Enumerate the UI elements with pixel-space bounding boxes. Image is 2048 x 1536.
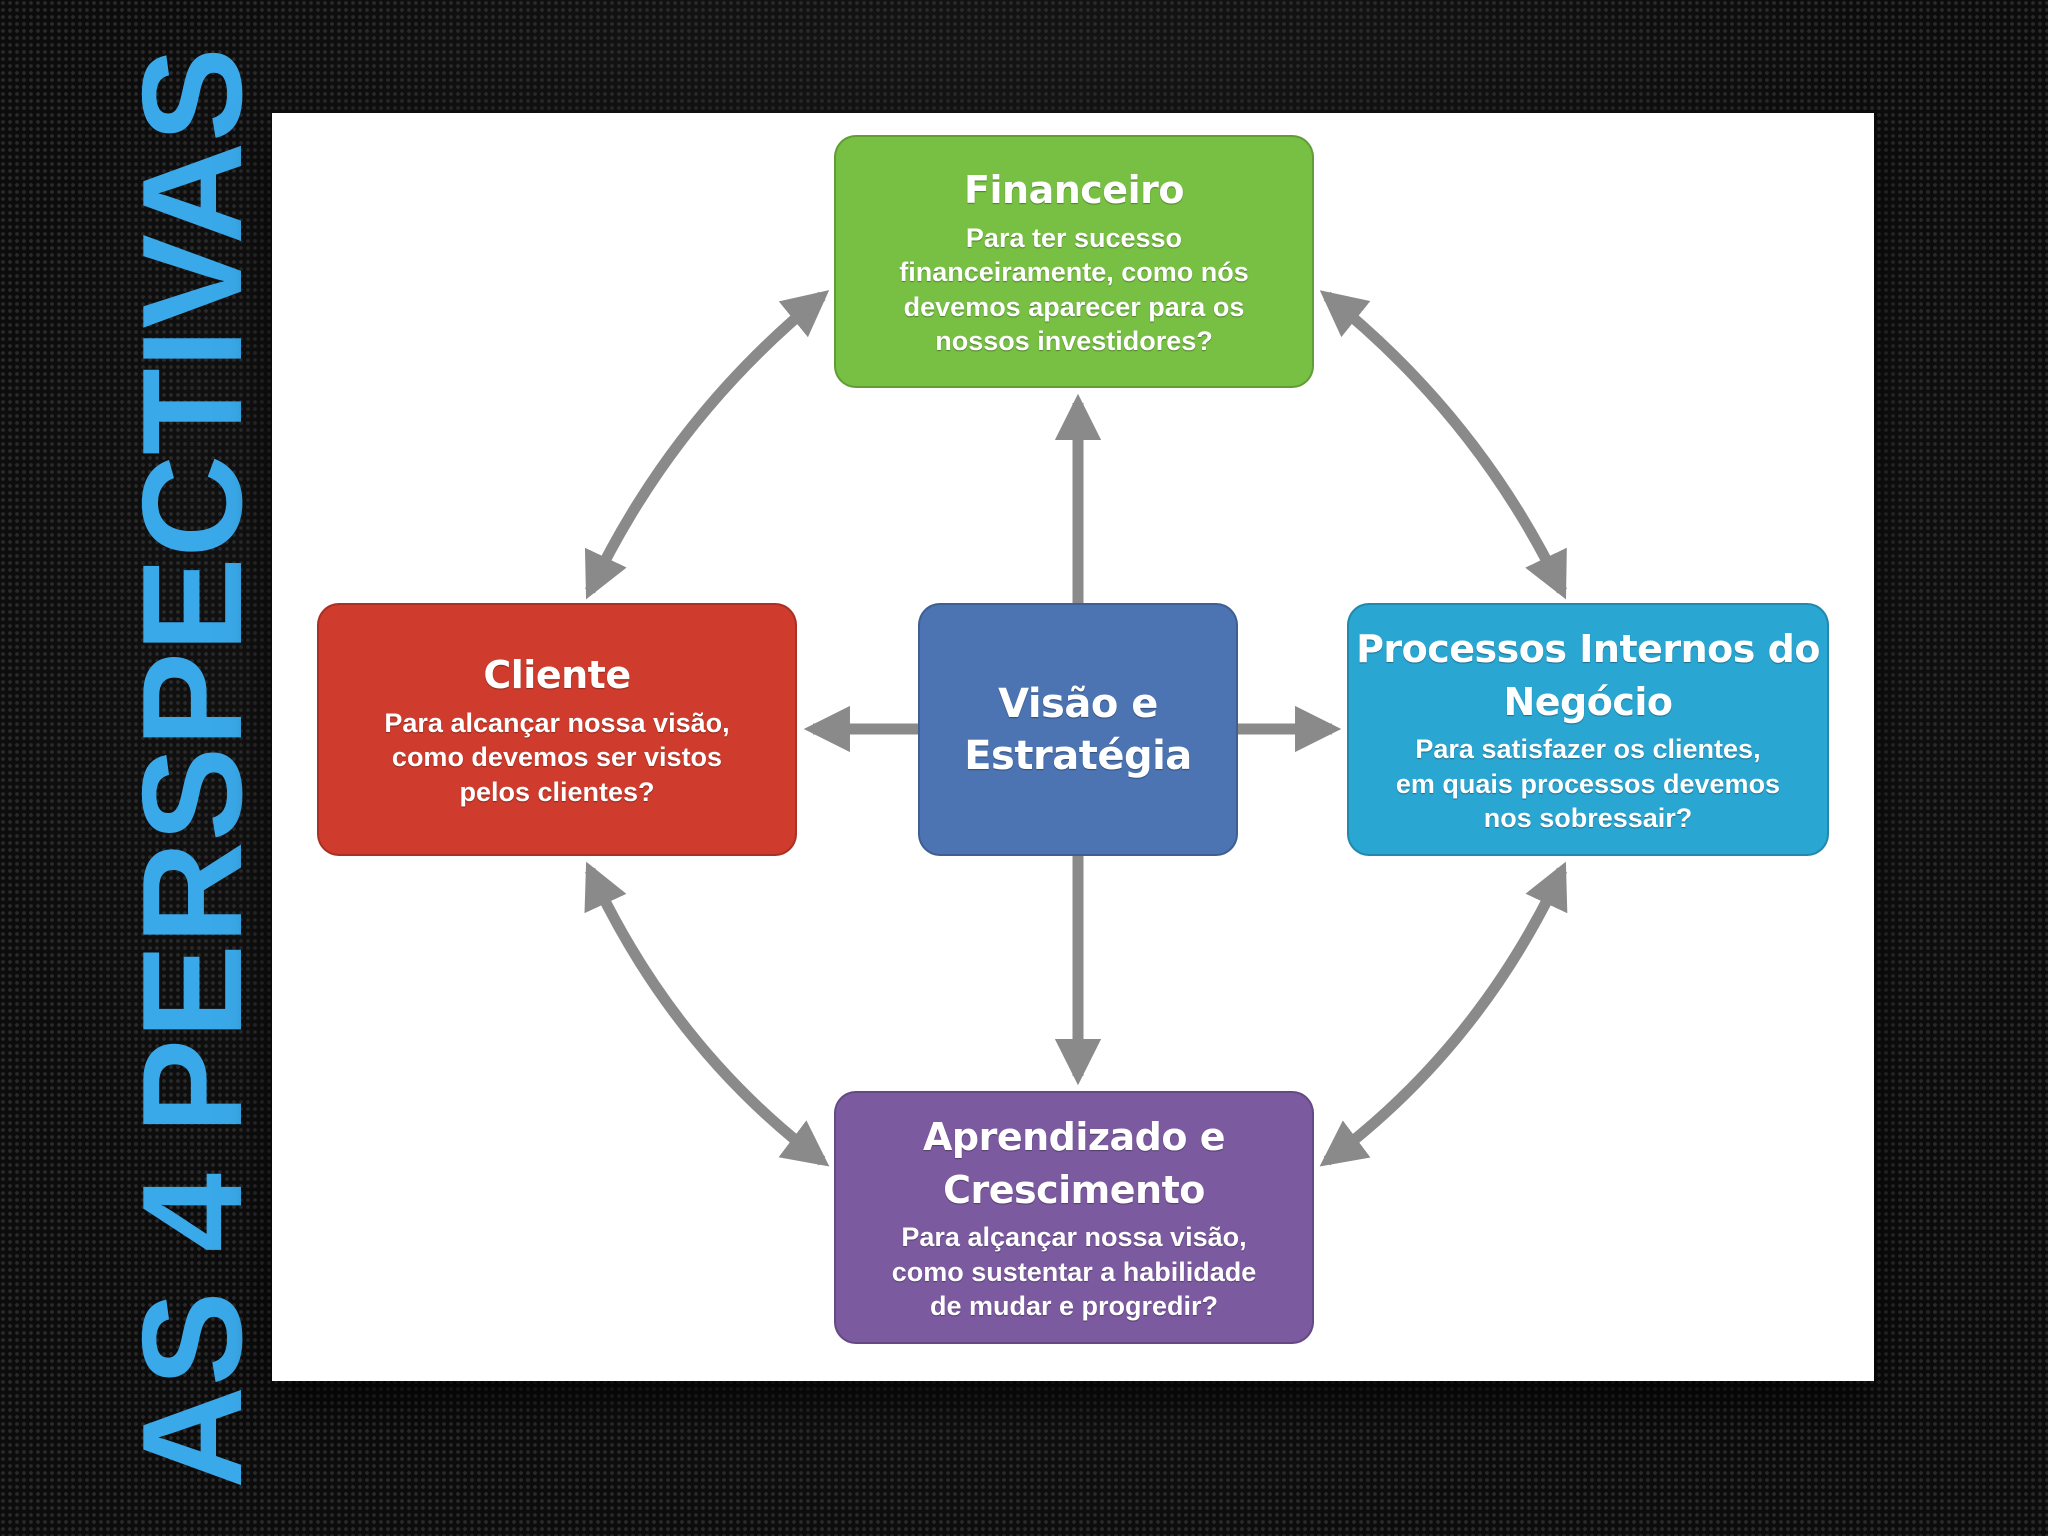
arrow-cliente-financeiro — [584, 290, 830, 600]
arrows-layer — [584, 290, 1568, 1167]
aprendizado-title: Aprendizado e Crescimento — [923, 1111, 1225, 1216]
arrow-financeiro-processos — [1319, 290, 1567, 600]
aprendizado-text-line: de mudar e progredir? — [929, 1291, 1219, 1322]
financeiro-title: Financeiro — [964, 168, 1184, 213]
aprendizado-box: Aprendizado e Crescimento Para alçançar … — [834, 1091, 1314, 1344]
cliente-text-line: como devemos ser vistos — [391, 742, 723, 773]
visao-title-line: Visão e — [998, 680, 1158, 727]
processos-text-line: Para satisfazer os clientes, — [1415, 734, 1761, 765]
arrow-processos-aprendizado — [1319, 861, 1568, 1167]
cliente-text-line: pelos clientes? — [459, 776, 655, 807]
processos-title: Processos Internos do Negócio — [1356, 623, 1820, 728]
financeiro-text: Para ter sucesso financeiramente, como n… — [899, 221, 1249, 359]
aprendizado-text-line: como sustentar a habilidade — [891, 1256, 1257, 1287]
aprendizado-text: Para alçançar nossa visão, como sustenta… — [892, 1220, 1257, 1324]
processos-text: Para satisfazer os clientes, em quais pr… — [1396, 732, 1780, 836]
cliente-title: Cliente — [483, 653, 631, 698]
financeiro-text-line: financeiramente, como nós — [899, 257, 1249, 288]
cliente-text: Para alcançar nossa visão, como devemos … — [384, 706, 729, 810]
financeiro-text-line: Para ter sucesso — [965, 222, 1183, 253]
visao-title-line: Estratégia — [964, 732, 1192, 779]
processos-text-line: em quais processos devemos — [1395, 768, 1781, 799]
financeiro-box: Financeiro Para ter sucesso financeirame… — [834, 135, 1314, 388]
financeiro-text-line: nossos investidores? — [935, 326, 1213, 357]
cliente-box: Cliente Para alcançar nossa visão, como … — [317, 603, 797, 856]
processos-title-line: Negócio — [1503, 679, 1673, 724]
aprendizado-text-line: Para alçançar nossa visão, — [901, 1222, 1247, 1253]
visao-estrategia-title: Visão e Estratégia — [964, 678, 1192, 782]
arrow-aprendizado-cliente — [584, 861, 830, 1167]
aprendizado-title-line: Crescimento — [943, 1167, 1205, 1212]
cliente-text-line: Para alcançar nossa visão, — [384, 707, 730, 738]
processos-text-line: nos sobressair? — [1483, 803, 1693, 834]
processos-box: Processos Internos do Negócio Para satis… — [1347, 603, 1829, 856]
slide-title: AS 4 PERSPECTIVAS — [113, 47, 272, 1489]
diagram-panel: Financeiro Para ter sucesso financeirame… — [272, 113, 1874, 1381]
financeiro-text-line: devemos aparecer para os — [903, 291, 1245, 322]
aprendizado-title-line: Aprendizado e — [923, 1115, 1225, 1160]
processos-title-line: Processos Internos do — [1356, 627, 1820, 672]
visao-estrategia-box: Visão e Estratégia — [918, 603, 1238, 856]
